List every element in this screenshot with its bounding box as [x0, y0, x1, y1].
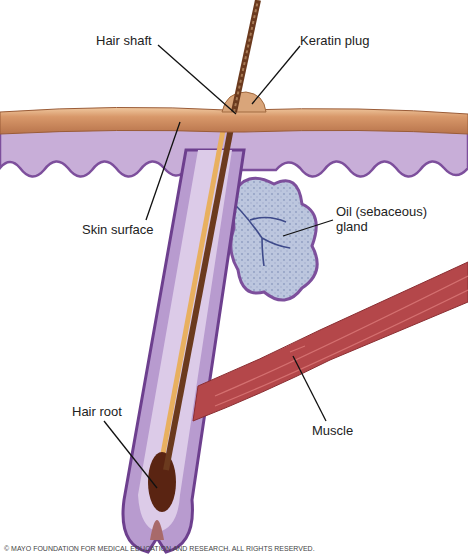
leader-line [158, 45, 236, 114]
hair-shaft-texture [234, 0, 258, 112]
part-label: Hair root [72, 404, 122, 419]
leader-line [252, 46, 300, 104]
muscle-fibers [215, 276, 468, 406]
copyright-note: © MAYO FOUNDATION FOR MEDICAL EDUCATION … [4, 544, 315, 553]
leader-lines [104, 45, 333, 488]
arrector-muscle [193, 262, 468, 421]
part-label: Keratin plug [300, 33, 369, 48]
part-label: Muscle [312, 423, 353, 438]
inner-sheath [160, 114, 226, 470]
part-label: Hair shaft [96, 33, 152, 48]
sebaceous-gland [231, 178, 317, 300]
dermal-papilla [150, 520, 164, 540]
leader-line [283, 220, 333, 236]
hair-shaft [234, 0, 258, 112]
leader-line [293, 356, 326, 421]
leader-line [146, 122, 180, 220]
leader-line [104, 421, 157, 488]
part-label: Skin surface [82, 222, 154, 237]
part-label: Oil (sebaceous) gland [336, 204, 436, 234]
